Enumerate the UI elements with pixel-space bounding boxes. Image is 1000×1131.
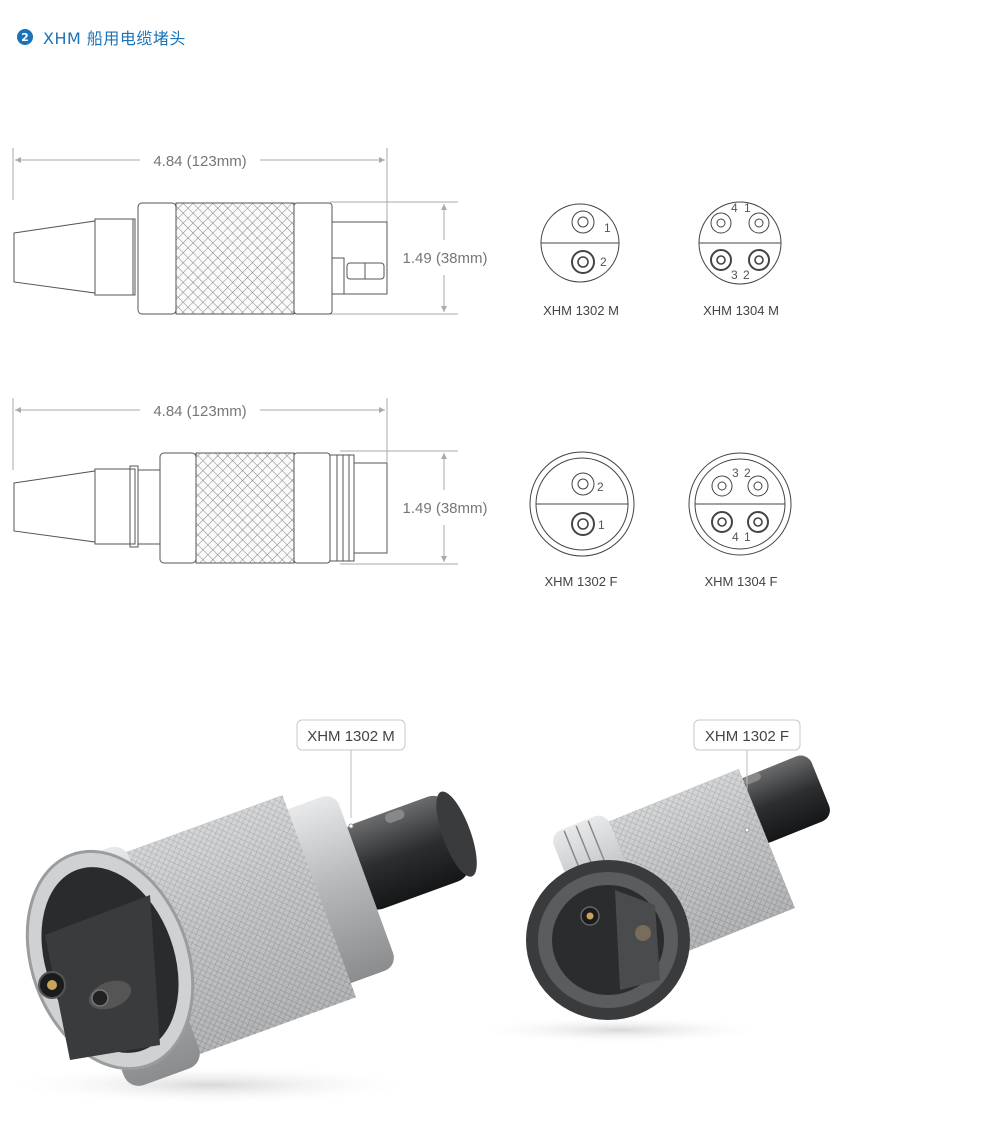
pin-label: 3 xyxy=(731,268,738,282)
pin-label: 2 xyxy=(597,480,604,494)
pinout-1304-m xyxy=(698,201,782,285)
pin-label: 1 xyxy=(598,518,605,532)
pin-label: 4 xyxy=(731,201,738,215)
pin-label: 2 xyxy=(744,466,751,480)
callout-female xyxy=(693,719,801,833)
female-diameter-dimension: 1.49 (38mm) xyxy=(402,500,487,517)
section-number-badge: 2 xyxy=(17,29,33,45)
pin-label: 1 xyxy=(604,221,611,235)
female-connector-drawing xyxy=(12,398,458,565)
pin-label: 3 xyxy=(732,466,739,480)
pinout-1304-f xyxy=(688,452,792,556)
pin-label: 1 xyxy=(744,201,751,215)
pinout-caption: XHM 1302 F xyxy=(545,574,618,589)
section-title: XHM 船用电缆堵头 xyxy=(43,29,186,48)
male-length-dimension: 4.84 (123mm) xyxy=(153,153,246,170)
pinout-caption: XHM 1302 M xyxy=(543,303,619,318)
pinout-caption: XHM 1304 M xyxy=(703,303,779,318)
section-header: 2 XHM 船用电缆堵头 xyxy=(17,25,186,49)
female-connector-render xyxy=(470,755,830,1044)
pin-label: 2 xyxy=(743,268,750,282)
pin-label: 4 xyxy=(732,530,739,544)
male-connector-drawing xyxy=(12,148,458,315)
pin-label: 2 xyxy=(600,255,607,269)
female-length-dimension: 4.84 (123mm) xyxy=(153,403,246,420)
callout-male-label: XHM 1302 M xyxy=(307,728,395,745)
pinout-1302-m xyxy=(540,203,620,283)
male-connector-render xyxy=(0,791,477,1105)
callout-male xyxy=(296,719,406,829)
pin-label: 1 xyxy=(744,530,751,544)
pinout-1302-f xyxy=(529,451,635,557)
callout-female-label: XHM 1302 F xyxy=(705,728,789,745)
pinout-caption: XHM 1304 F xyxy=(705,574,778,589)
male-diameter-dimension: 1.49 (38mm) xyxy=(402,250,487,267)
